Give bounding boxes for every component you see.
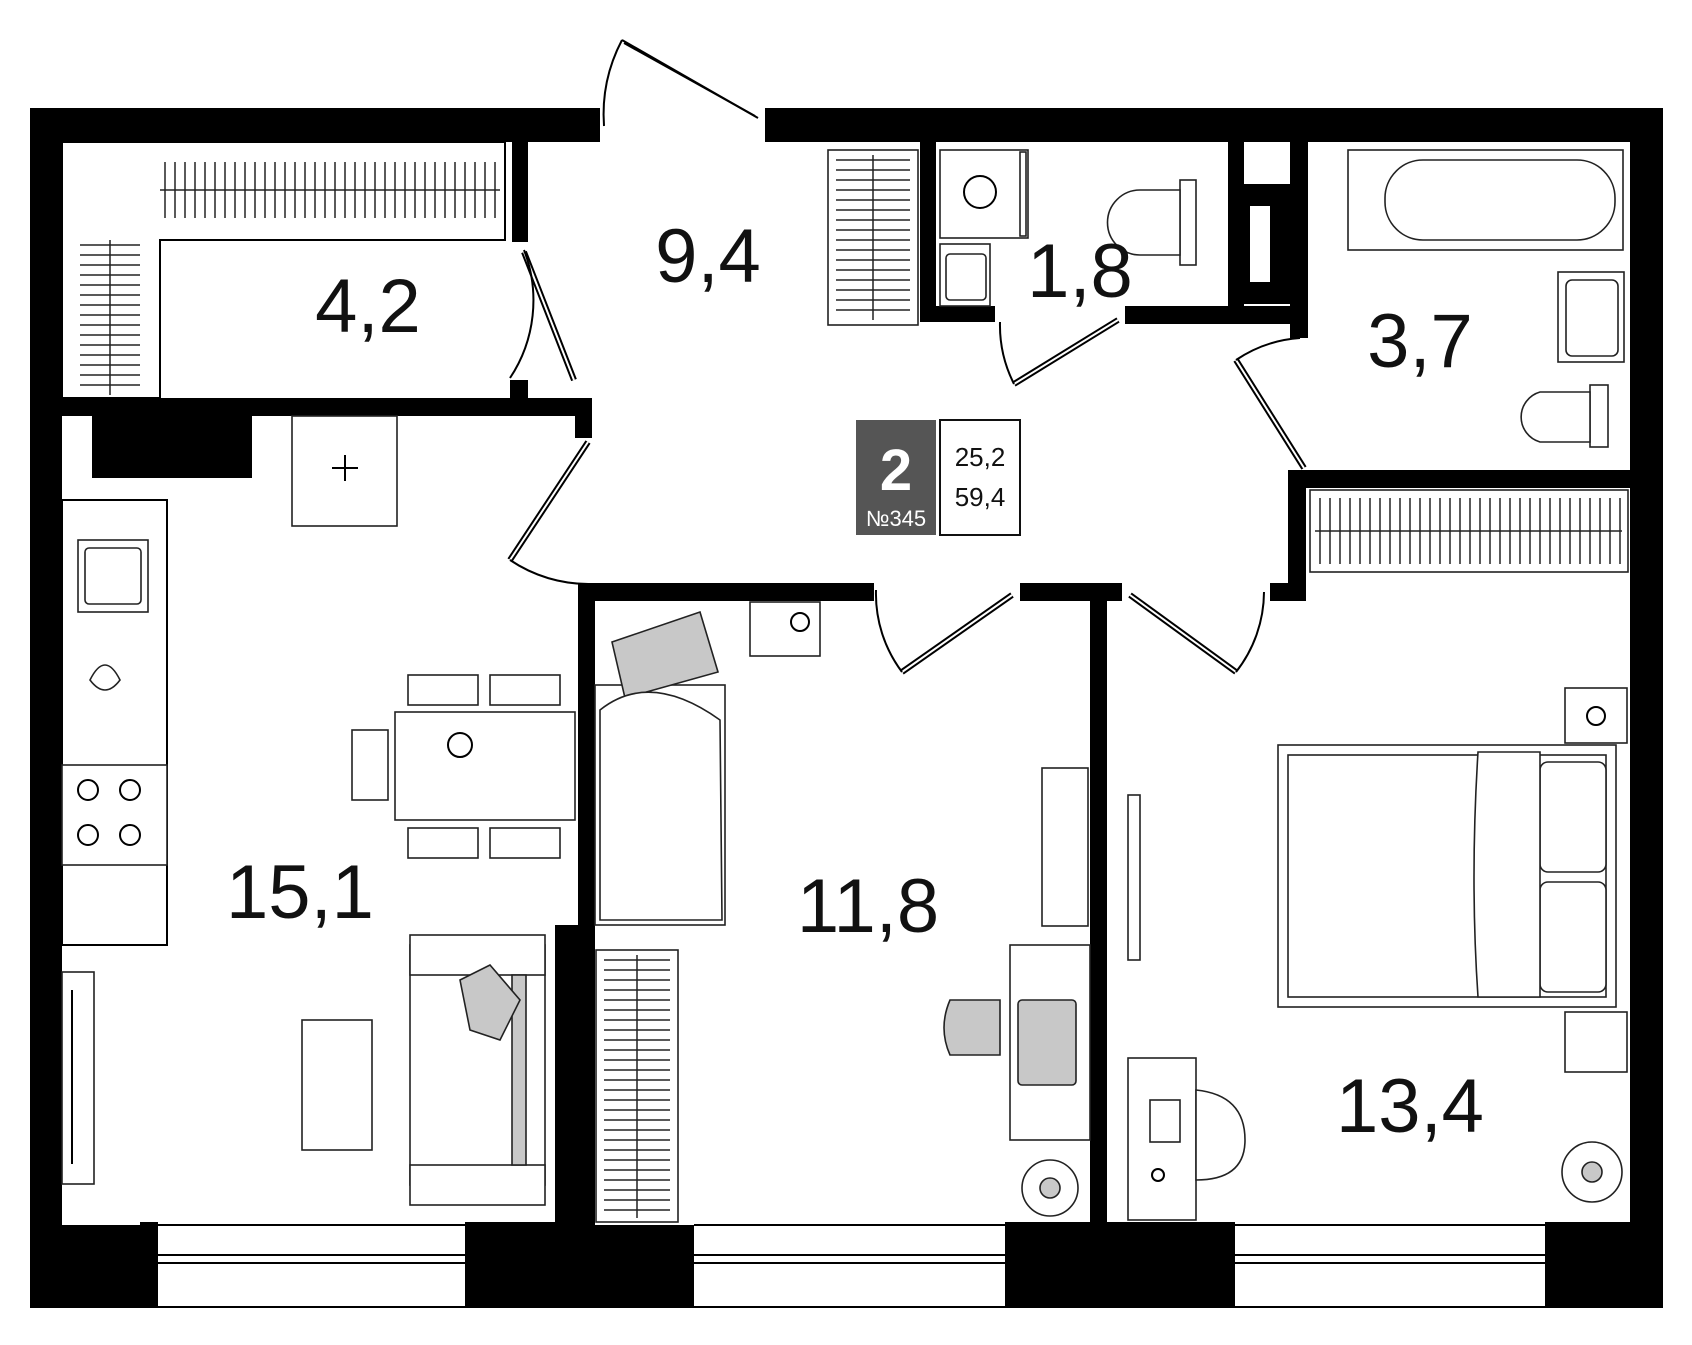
room-area-storage: 4,2: [315, 264, 421, 349]
table-icon: [351, 674, 576, 859]
room-area-wc: 1,8: [1027, 229, 1133, 314]
bed-icon: [1277, 744, 1617, 1008]
apartment-number: №345: [866, 506, 926, 531]
washer-icon: [939, 149, 1029, 239]
living-area: 25,2: [955, 442, 1006, 472]
wardrobe-icon: [827, 149, 919, 326]
wardrobe-icon: [1309, 489, 1629, 573]
kitchen-counter: [61, 415, 398, 946]
room-area-bedroom1: 11,8: [797, 864, 939, 949]
rooms-count: 2: [880, 438, 912, 503]
nightstand: [749, 601, 821, 657]
toilet-icon: [1106, 179, 1197, 266]
desk-chair-icon: [943, 944, 1091, 1141]
rug: [301, 1019, 373, 1151]
tv-icon: [61, 971, 95, 1185]
door-swing-icon: [507, 39, 1307, 675]
room-area-bedroom2: 13,4: [1336, 1064, 1484, 1149]
room-area-bath: 3,7: [1367, 299, 1473, 384]
window-icon: [158, 1224, 1545, 1306]
toilet-icon: [1520, 384, 1609, 448]
bathtub-icon: [1347, 149, 1624, 251]
wardrobe-icon: [595, 949, 679, 1223]
desk-chair-icon: [1127, 1057, 1246, 1221]
room-area-hall: 9,4: [655, 214, 761, 299]
shelf: [1041, 767, 1089, 927]
plant-icon: [1021, 1159, 1079, 1217]
wardrobe-icon: [61, 141, 506, 399]
sofa-icon: [409, 934, 546, 1206]
total-area: 59,4: [955, 482, 1006, 512]
apartment-badge: 2 №345 25,2 59,4: [856, 419, 1021, 536]
plant-icon: [1561, 1141, 1623, 1203]
mirror: [1127, 794, 1141, 961]
sink-icon: [939, 243, 991, 307]
room-area-labels: 4,2 9,4 1,8 3,7 15,1 11,8 13,4: [226, 214, 1484, 1149]
room-area-kitchen-living: 15,1: [226, 850, 374, 935]
bed-icon: [594, 610, 726, 926]
nightstand: [1564, 687, 1628, 1073]
sink-icon: [1557, 271, 1625, 363]
stove-icon: [61, 764, 168, 866]
